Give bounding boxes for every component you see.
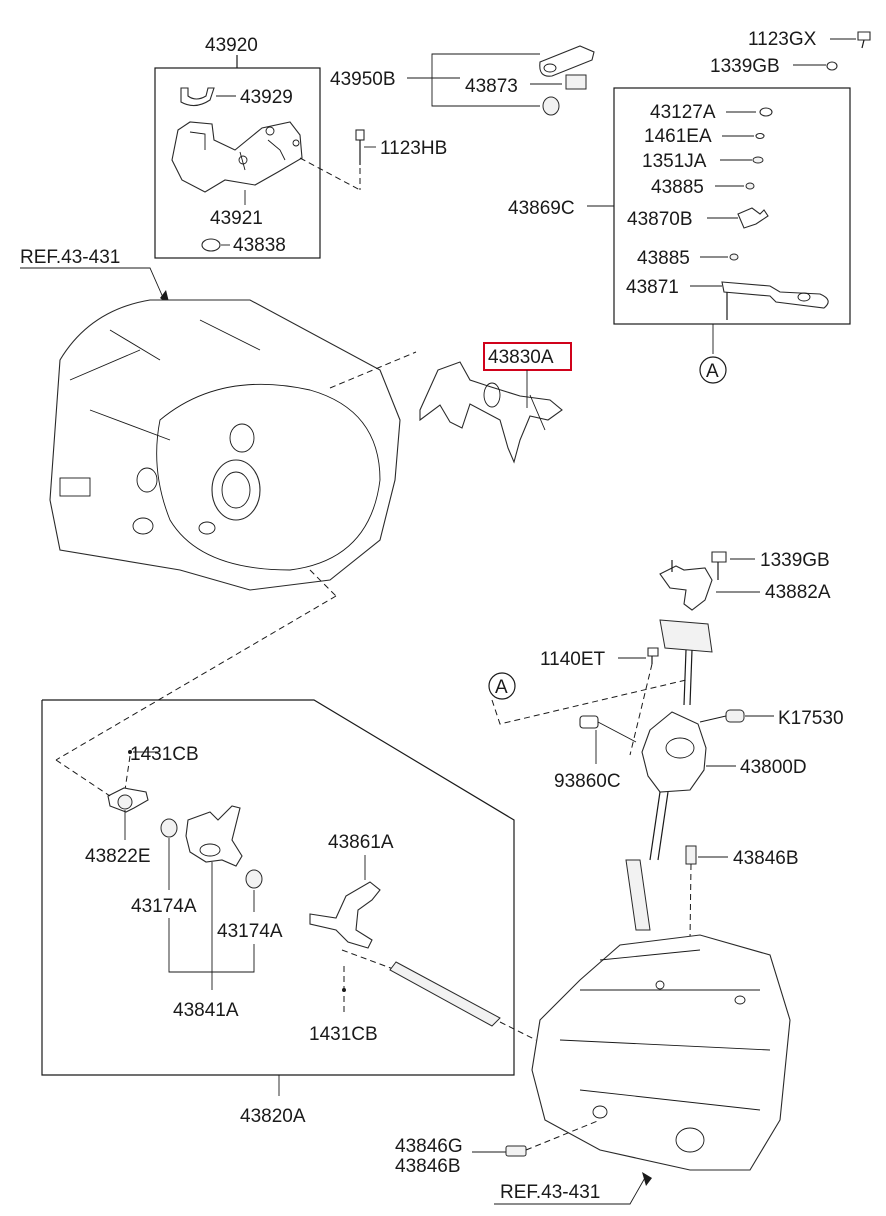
shift-lever-kit-group: 43869C 43127A 1461EA 1351JA 43885 43870B… xyxy=(508,87,851,384)
label-43838[interactable]: 43838 xyxy=(233,235,286,256)
highlight-box-43830a xyxy=(483,342,572,371)
label-k17530[interactable]: K17530 xyxy=(778,708,844,729)
link-plate-drawing xyxy=(539,45,595,77)
label-43127a[interactable]: 43127A xyxy=(650,102,716,123)
fork-43841a-drawing xyxy=(185,805,243,867)
label-43830a[interactable]: 43830A xyxy=(488,347,554,368)
label-1461ea[interactable]: 1461EA xyxy=(644,126,712,147)
shift-control-43800d-drawing xyxy=(641,711,707,793)
lever-43870b-drawing xyxy=(737,207,769,229)
label-43841a[interactable]: 43841A xyxy=(173,1000,239,1021)
label-43885-a[interactable]: 43885 xyxy=(651,177,704,198)
label-1339gb-top[interactable]: 1339GB xyxy=(710,56,780,77)
label-43174a-b[interactable]: 43174A xyxy=(217,921,283,942)
bushing-43174a-right xyxy=(245,869,263,889)
label-43921[interactable]: 43921 xyxy=(210,208,263,229)
label-43846b-bot[interactable]: 43846B xyxy=(395,1156,461,1177)
label-1431cb-a[interactable]: 1431CB xyxy=(130,744,199,765)
shift-control-assembly: 1339GB 43882A 1140ET A K17530 43800D 938… xyxy=(488,550,844,941)
label-1431cb-b[interactable]: 1431CB xyxy=(309,1024,378,1045)
label-43822e[interactable]: 43822E xyxy=(85,846,151,867)
bushing-drawing xyxy=(565,74,587,90)
clip-43929-drawing xyxy=(180,87,215,107)
label-43861a[interactable]: 43861A xyxy=(328,832,394,853)
top-right-fasteners: 1123GX 1339GB xyxy=(710,29,871,77)
transmission-case-front: REF.43-431 xyxy=(20,247,417,761)
nut-43838-drawing xyxy=(201,238,221,252)
label-1123gx[interactable]: 1123GX xyxy=(748,29,817,50)
bracket-assembly-group: 43920 43929 43921 43838 xyxy=(154,35,361,259)
label-1123hb[interactable]: 1123HB xyxy=(380,138,447,159)
ref-bottom[interactable]: REF.43-431 xyxy=(500,1182,600,1203)
shift-rod-drawing xyxy=(625,859,651,931)
label-43929[interactable]: 43929 xyxy=(240,87,293,108)
label-43950b[interactable]: 43950B xyxy=(330,69,396,90)
fork-43861a-drawing xyxy=(309,881,381,949)
shift-fork-kit-group: 1431CB 43822E 43174A 43174A 43841A 43861… xyxy=(41,699,537,1127)
bracket-43921-drawing xyxy=(171,121,303,193)
label-43846b-mid[interactable]: 43846B xyxy=(733,848,799,869)
label-43871[interactable]: 43871 xyxy=(626,277,679,298)
label-1140et[interactable]: 1140ET xyxy=(540,649,606,670)
bushing-43174a-left xyxy=(160,818,178,838)
label-43820a[interactable]: 43820A xyxy=(240,1106,306,1127)
callout-a-mid-circle xyxy=(488,672,516,700)
label-43882a[interactable]: 43882A xyxy=(765,582,831,603)
shift-fork-43830a-group: 43830A xyxy=(419,342,572,464)
case-outline-drawing xyxy=(49,299,401,591)
label-1351ja[interactable]: 1351JA xyxy=(642,151,707,172)
label-43885-b[interactable]: 43885 xyxy=(637,248,690,269)
fork-kit-outline xyxy=(41,699,515,1076)
label-43870b[interactable]: 43870B xyxy=(627,209,693,230)
rear-case-outline-drawing xyxy=(531,934,791,1171)
transmission-case-rear: 43846G 43846B REF.43-431 xyxy=(395,934,791,1205)
link-assembly-group: 43950B 43873 xyxy=(330,45,595,116)
boot-drawing xyxy=(659,619,713,653)
callout-a-top[interactable]: A xyxy=(706,361,719,382)
bracket-43882a-drawing xyxy=(659,565,713,611)
label-93860c[interactable]: 93860C xyxy=(554,771,621,792)
lever-43871-drawing xyxy=(721,281,829,309)
cap-drawing xyxy=(542,96,560,116)
label-43920[interactable]: 43920 xyxy=(205,35,258,56)
shift-rail-drawing xyxy=(389,961,501,1027)
label-1339gb-mid[interactable]: 1339GB xyxy=(760,550,830,571)
label-43869c[interactable]: 43869C xyxy=(508,198,575,219)
callout-a-top-circle xyxy=(699,356,727,384)
shift-fork-43830a-drawing xyxy=(419,361,563,464)
bolt-1123hb-group: 1123HB xyxy=(355,129,447,190)
label-43800d[interactable]: 43800D xyxy=(740,757,807,778)
label-43174a-a[interactable]: 43174A xyxy=(131,896,197,917)
label-43846g[interactable]: 43846G xyxy=(395,1136,463,1157)
label-43873[interactable]: 43873 xyxy=(465,76,518,97)
callout-a-mid[interactable]: A xyxy=(495,677,508,698)
ref-top[interactable]: REF.43-431 xyxy=(20,247,120,268)
